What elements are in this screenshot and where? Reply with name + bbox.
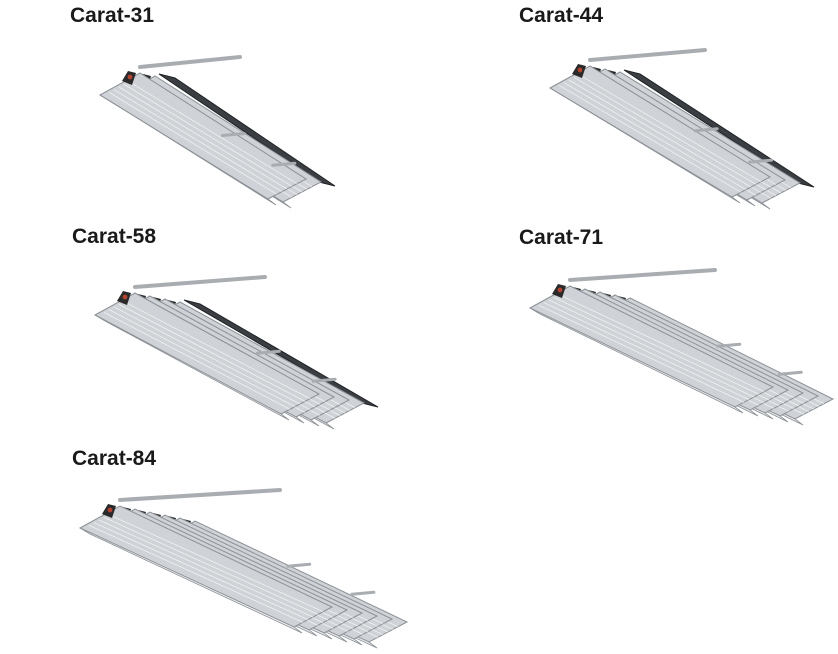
mounting-rod [220, 132, 246, 137]
chilled-beam-image [78, 488, 409, 649]
mounting-rod [118, 488, 282, 502]
chilled-beam-image [528, 268, 835, 426]
mounting-rod [777, 370, 803, 376]
mounting-rod [716, 342, 742, 348]
mounting-rod [286, 562, 312, 568]
mounting-rod [568, 268, 717, 282]
mounting-rod [255, 349, 281, 355]
chilled-beam-image [99, 55, 336, 209]
mounting-rod [350, 590, 376, 596]
product-label: Carat-31 [70, 4, 155, 27]
product-label: Carat-71 [519, 226, 604, 249]
beam-fin [99, 71, 307, 206]
chilled-beam-image [548, 48, 815, 210]
mounting-rod [271, 161, 297, 167]
mounting-rod [138, 55, 242, 69]
product-label: Carat-84 [72, 447, 157, 470]
beam-fin [548, 64, 772, 204]
mounting-rod [311, 377, 337, 383]
product-label: Carat-44 [519, 4, 604, 27]
mounting-rod [588, 48, 707, 62]
beam-fin [528, 284, 775, 414]
beam-fin [93, 291, 321, 421]
mounting-rod [748, 158, 774, 164]
beam-fin [78, 504, 334, 634]
mounting-rod [693, 127, 719, 133]
product-label: Carat-58 [72, 225, 157, 248]
mounting-rod [133, 275, 267, 289]
chilled-beam-image [93, 275, 379, 430]
